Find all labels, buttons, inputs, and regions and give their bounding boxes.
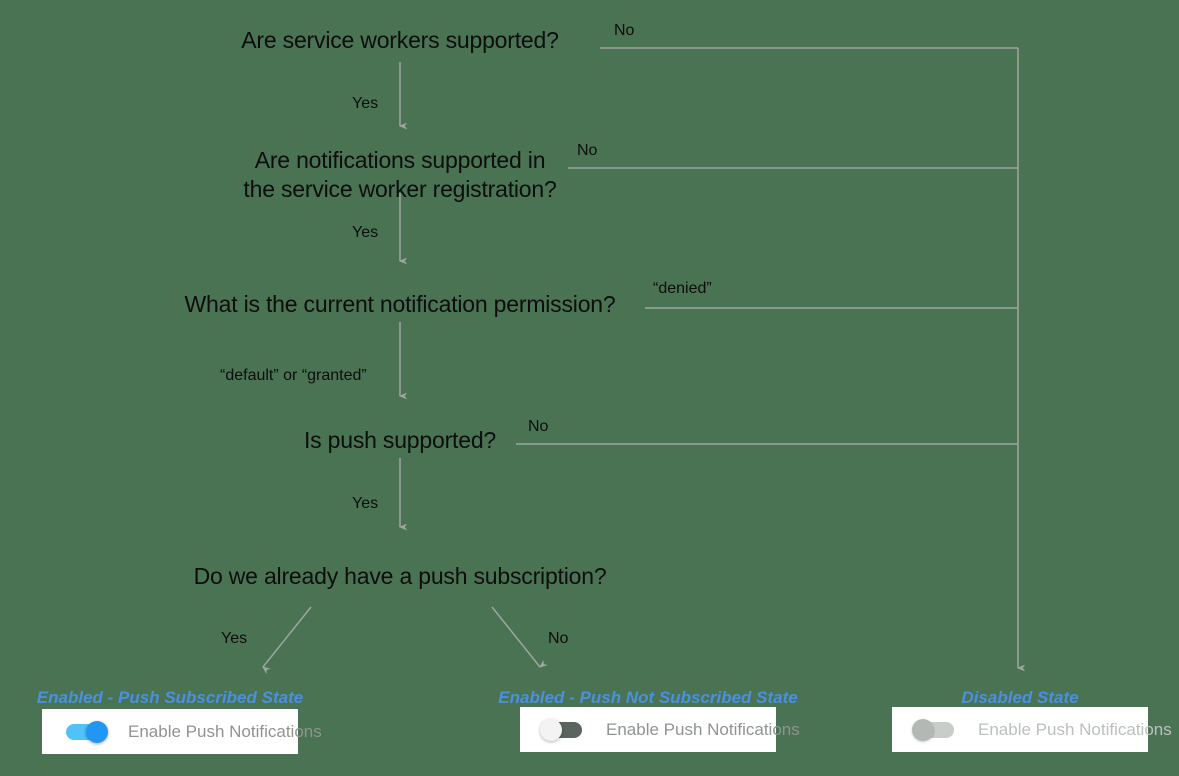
push-toggle-subscribed[interactable]	[62, 720, 108, 743]
node-have-push-subscription: Do we already have a push subscription?	[193, 563, 607, 589]
node-notification-permission: What is the current notification permiss…	[184, 291, 616, 317]
node-service-workers-supported: Are service workers supported?	[241, 27, 559, 53]
toggle-label-enabled-push-not-subscribed: Enable Push Notifications	[606, 719, 800, 739]
edge-label-subscription-no: No	[548, 630, 569, 647]
state-label-enabled-push-subscribed: Enabled - Push Subscribed State	[36, 688, 304, 707]
edge-label-push-yes: Yes	[352, 495, 379, 512]
push-toggle-not-subscribed[interactable]	[540, 718, 586, 741]
toggle-knob	[540, 718, 562, 741]
toggle-label-enabled-push-subscribed: Enable Push Notifications	[128, 721, 322, 741]
toggle-label-disabled: Enable Push Notifications	[978, 719, 1172, 739]
edge-label-sw-no: No	[614, 22, 635, 39]
state-label-disabled: Disabled State	[961, 688, 1079, 707]
node-notifications-supported: Are notifications supported in the servi…	[243, 147, 557, 202]
edge-sub-no	[491, 606, 540, 667]
edge-label-permission-default-granted: “default” or “granted”	[220, 367, 367, 384]
push-toggle-disabled	[912, 718, 958, 741]
edge-label-notif-yes: Yes	[352, 224, 379, 241]
state-label-enabled-push-not-subscribed: Enabled - Push Not Subscribed State	[498, 688, 798, 707]
edge-label-notif-no: No	[577, 142, 598, 159]
toggle-knob	[86, 720, 108, 743]
toggle-knob	[912, 718, 934, 741]
toggle-card-disabled: Enable Push Notifications	[892, 707, 1172, 752]
toggle-card-enabled-push-subscribed[interactable]: Enable Push Notifications	[42, 709, 322, 754]
edge-label-permission-denied: “denied”	[653, 280, 712, 297]
edge-label-sw-yes: Yes	[352, 95, 379, 112]
edge-label-subscription-yes: Yes	[221, 630, 248, 647]
edge-sub-yes	[263, 606, 312, 667]
toggle-card-enabled-push-not-subscribed[interactable]: Enable Push Notifications	[520, 707, 800, 752]
edge-label-push-no: No	[528, 418, 549, 435]
node-push-supported: Is push supported?	[303, 427, 497, 453]
